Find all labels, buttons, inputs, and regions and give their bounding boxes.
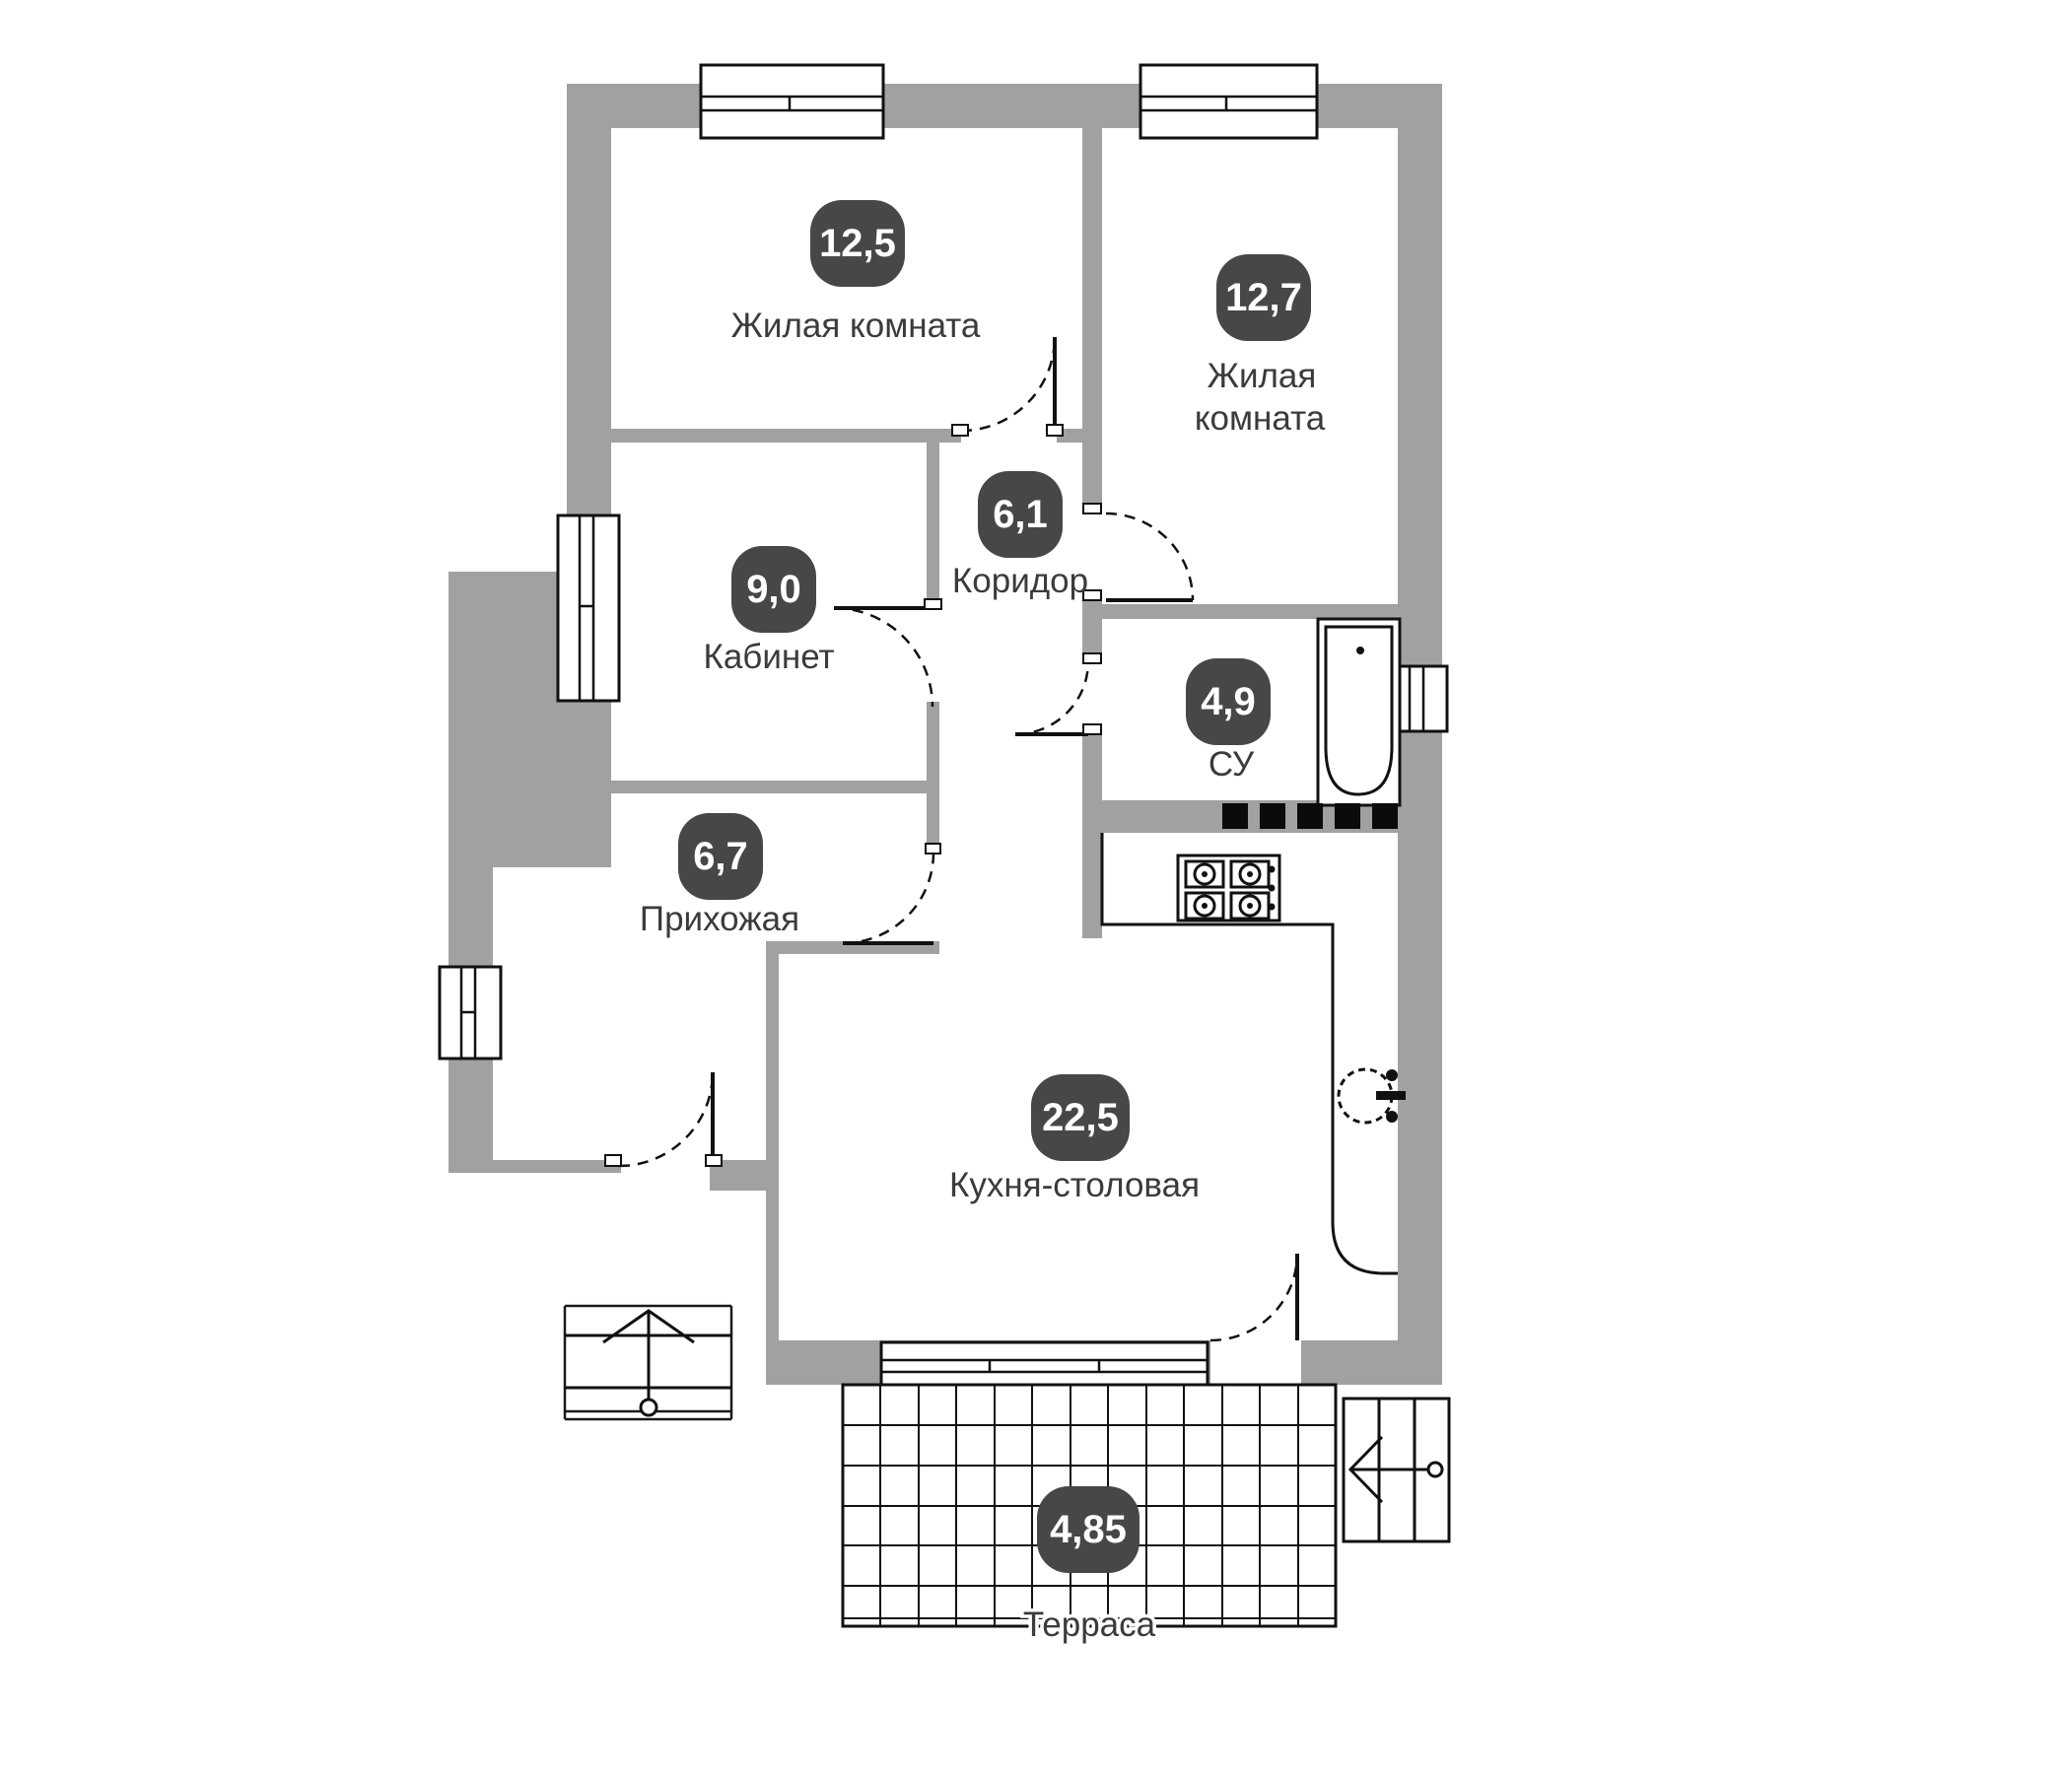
door-living2 <box>1082 503 1195 602</box>
wall-divider-mid <box>1082 600 1102 663</box>
window-living2 <box>1139 63 1319 140</box>
sink-icon <box>1337 1067 1406 1125</box>
room-hallway: 6,7 Прихожая <box>640 813 799 938</box>
room-label-living-2-line1: Жилая <box>1208 357 1317 395</box>
area-bubble-living-1 <box>810 200 905 287</box>
doors <box>604 336 1299 1342</box>
stove-icon <box>1176 854 1281 923</box>
vent-hatch-icon <box>1222 803 1398 829</box>
room-living-1: 12,5 Жилая комната <box>731 200 981 345</box>
wall-living2-bathroom <box>1102 604 1403 619</box>
area-value-bathroom: 4,9 <box>1201 680 1256 723</box>
fixtures <box>563 617 1451 1628</box>
area-value-corridor: 6,1 <box>993 493 1048 536</box>
wall-divider-lower <box>1082 734 1102 938</box>
room-office: 9,0 Кабинет <box>703 546 835 676</box>
room-label-terrace: Терраса <box>1023 1606 1156 1644</box>
area-value-office: 9,0 <box>746 568 801 611</box>
area-value-living-2: 12,7 <box>1225 276 1302 319</box>
room-kitchen: 22,5 Кухня-столовая <box>949 1074 1200 1204</box>
door-bathroom <box>1014 652 1102 736</box>
area-bubble-corridor <box>978 471 1063 558</box>
area-value-living-1: 12,5 <box>819 222 896 265</box>
wall-hallway-bottom <box>449 1160 621 1173</box>
room-bathroom: 4,9 СУ <box>1186 658 1271 784</box>
area-bubble-living-2 <box>1216 254 1311 341</box>
door-terrace <box>1209 1253 1299 1342</box>
bathtub-icon <box>1316 617 1402 807</box>
room-corridor: 6,1 Коридор <box>952 471 1088 600</box>
door-office <box>833 598 942 708</box>
area-value-hallway: 6,7 <box>693 835 748 878</box>
door-kitchen-hallway <box>842 843 941 945</box>
area-value-kitchen: 22,5 <box>1042 1096 1119 1139</box>
window-hallway <box>438 965 503 1060</box>
door-living1 <box>951 336 1064 437</box>
room-label-kitchen: Кухня-столовая <box>949 1166 1200 1204</box>
room-label-bathroom: СУ <box>1209 745 1255 784</box>
area-bubble-office <box>731 546 816 633</box>
room-living-2: 12,7 Жилая комната <box>1195 254 1326 438</box>
room-label-hallway: Прихожая <box>640 900 799 938</box>
wall-office-corridor <box>927 443 939 608</box>
wall-divider-upper <box>1082 128 1102 513</box>
room-label-corridor: Коридор <box>952 562 1088 600</box>
terrace-steps-icon <box>1342 1397 1451 1543</box>
area-value-terrace: 4,85 <box>1050 1508 1127 1551</box>
porch-steps-icon <box>563 1304 733 1421</box>
area-bubble-bathroom <box>1186 658 1271 745</box>
window-office <box>556 513 621 703</box>
room-label-living-1: Жилая комната <box>731 307 981 345</box>
area-bubble-hallway <box>678 813 763 900</box>
wall-right <box>1398 128 1442 1385</box>
room-terrace: 4,85 Терраса <box>1019 1486 1159 1648</box>
wall-office-corridor-stub <box>927 702 939 793</box>
room-label-living-2-line2: комната <box>1195 399 1326 438</box>
window-living1 <box>699 63 885 140</box>
area-bubble-terrace <box>1037 1486 1140 1573</box>
wall-office-hallway <box>611 781 939 793</box>
area-bubble-kitchen <box>1031 1074 1130 1161</box>
window-kitchen <box>879 1340 1209 1392</box>
room-annotations: 12,5 Жилая комната 12,7 Жилая комната 6,… <box>640 200 1326 1648</box>
wall-hallway-kitchen-upper <box>927 793 939 850</box>
kitchen-counter <box>1100 833 1398 1275</box>
windows <box>438 63 1449 1392</box>
wall-bottom-right <box>1301 1340 1442 1385</box>
room-label-office: Кабинет <box>703 638 834 676</box>
wall-living1-bottom <box>611 429 961 443</box>
door-entrance <box>604 1071 723 1168</box>
